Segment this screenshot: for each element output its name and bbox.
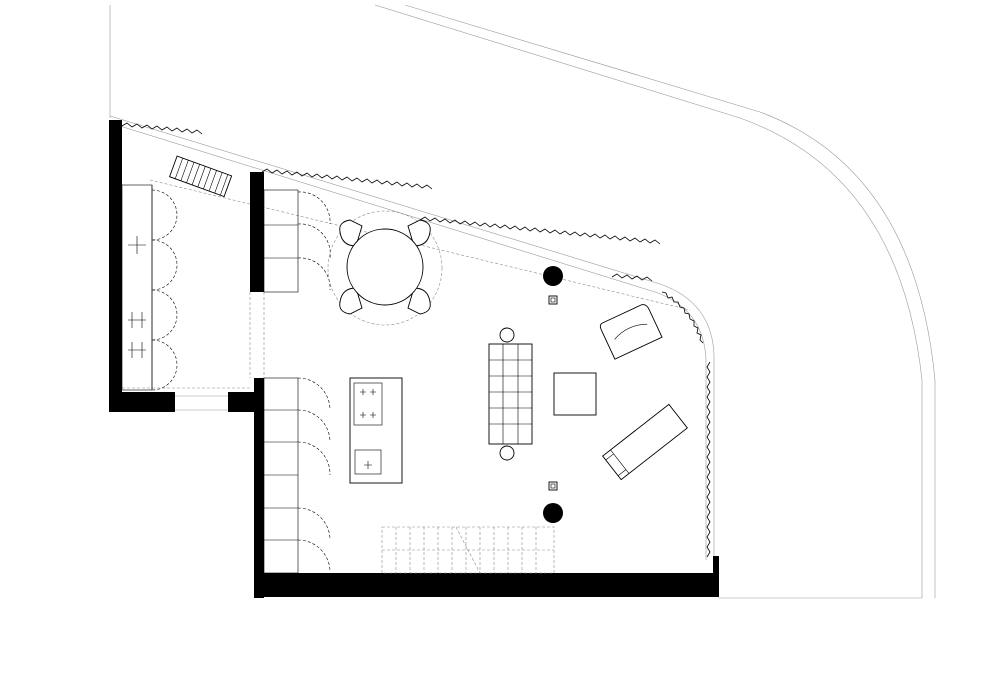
wardrobe-left — [121, 184, 178, 391]
armchair-seat — [614, 323, 648, 340]
wardrobe-left-hangers — [128, 236, 146, 358]
entry-rack — [169, 155, 233, 198]
interior-lines — [122, 292, 265, 411]
stair-direction — [382, 526, 554, 574]
wardrobe-lower-body — [263, 377, 299, 574]
cooktop — [353, 382, 383, 426]
kitchen-island-body — [349, 377, 403, 484]
sofa-body — [488, 343, 533, 445]
entry-rack-body — [169, 155, 233, 198]
daybed-headrest — [605, 449, 630, 476]
glazed-facade — [109, 115, 715, 560]
dining-chair — [339, 287, 363, 315]
facade-curtain-zigzag — [121, 122, 203, 135]
structural-columns — [543, 266, 563, 523]
facade-curtain-zigzag-2 — [261, 168, 433, 190]
wardrobe-upper-body — [263, 189, 299, 293]
sink-faucet — [364, 461, 372, 469]
sofa — [488, 327, 533, 461]
wall-south-left — [109, 392, 175, 412]
wardrobe-upper — [263, 189, 331, 293]
sofa-cushions — [489, 344, 532, 444]
side-table-south — [499, 445, 515, 461]
column-south — [543, 503, 563, 523]
site-boundary — [109, 4, 936, 599]
wall-south — [254, 573, 718, 597]
exterior-walls — [109, 120, 719, 598]
dining-clearance — [327, 210, 443, 326]
facade-curtain-zigzag-curve — [661, 291, 704, 344]
facade-line-outer — [109, 115, 715, 560]
armchair-body — [599, 304, 663, 360]
wardrobe-lower-dividers — [264, 409, 298, 541]
facade-line-inner — [119, 125, 707, 560]
cooktop-burners — [360, 389, 376, 418]
dining-chair — [339, 219, 363, 247]
coffee-table — [553, 372, 597, 416]
staircase — [381, 526, 555, 574]
facade-curtain-zigzag-3 — [419, 216, 661, 245]
sink — [354, 449, 382, 475]
opening-lines — [249, 292, 265, 378]
dining-chair — [407, 287, 431, 315]
wardrobe-upper-door-swings — [297, 191, 331, 291]
wardrobe-left-door-swings — [151, 189, 178, 391]
wardrobe-lower-door-swings — [297, 377, 331, 573]
wall-partition-lower — [254, 378, 264, 598]
wardrobe-lower — [263, 377, 331, 574]
wardrobe-upper-dividers — [264, 224, 298, 259]
dining-chair — [407, 219, 431, 247]
wall-partition-upper — [250, 172, 264, 292]
facade-curtain-zigzag-4 — [611, 273, 653, 282]
daybed-body — [602, 403, 688, 481]
outlet-north — [548, 295, 558, 305]
wardrobe-left-body — [121, 184, 153, 391]
entry-rack-slats — [174, 157, 229, 196]
column-north — [543, 266, 563, 286]
facade-curtain-zigzag-east — [706, 361, 711, 558]
wall-southeast-stub — [713, 556, 719, 597]
site-boundary-outer-curve — [374, 4, 923, 599]
site-boundary-outer-curve-2 — [404, 4, 936, 598]
daybed — [602, 403, 688, 481]
side-table-north — [499, 327, 515, 343]
armchair — [599, 304, 663, 360]
dining-table — [346, 228, 424, 306]
wall-west — [109, 120, 122, 412]
outlet-south — [548, 481, 558, 491]
doorway-threshold — [175, 395, 228, 411]
kitchen-island — [349, 377, 403, 484]
dining-set — [327, 210, 443, 326]
